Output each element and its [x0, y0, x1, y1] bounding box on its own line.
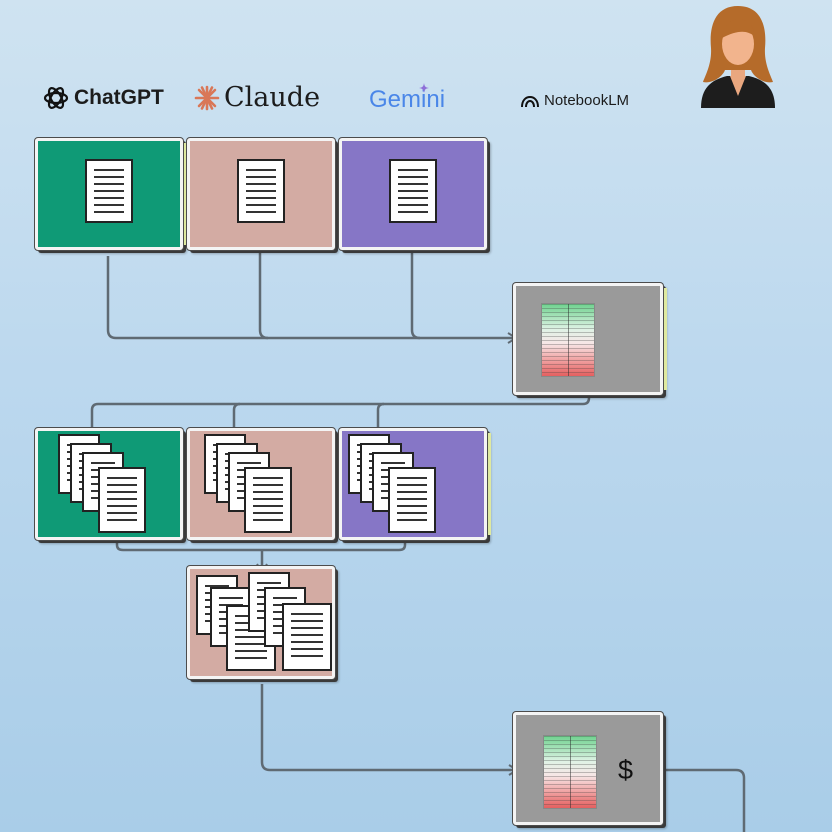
connector-eval-split: [86, 394, 591, 438]
connector-merge: [115, 540, 407, 552]
box-edge: [488, 433, 491, 535]
document-icon: [389, 159, 437, 223]
chatgpt-label: ChatGPT: [74, 86, 164, 109]
document-icon: [85, 159, 133, 223]
final-evaluation-box: $: [513, 712, 663, 825]
connector-to-final-eval: [260, 684, 519, 776]
claude-label: Claude: [224, 82, 321, 113]
connector-chatgpt-to-eval: [106, 256, 518, 344]
evaluation-box: [513, 283, 667, 395]
gemini-label: Gemini: [369, 86, 446, 113]
document-icon: [282, 603, 332, 671]
openai-icon: [43, 87, 69, 109]
spreadsheet-icon: [543, 735, 597, 809]
connector-split-gemini: [372, 402, 385, 438]
claude-documents-box: [187, 428, 335, 540]
chatgpt-logo: ChatGPT: [42, 84, 164, 112]
spreadsheet-icon: [541, 303, 595, 377]
notebooklm-label: NotebookLM: [544, 92, 630, 109]
gemini-output-box: [339, 138, 487, 250]
chatgpt-output-box: [35, 138, 187, 250]
connector-gemini-to-eval: [410, 250, 421, 340]
combined-documents-box: [187, 566, 335, 679]
claude-logo: Claude: [194, 82, 320, 113]
connector-claude-to-eval: [258, 250, 269, 340]
document-icon: [388, 467, 436, 533]
user-avatar-icon: [701, 6, 775, 108]
document-icon: [98, 467, 146, 533]
box-edge: [184, 143, 187, 245]
gemini-documents-box: [339, 428, 491, 540]
dollar-icon: $: [618, 755, 634, 785]
document-icon: [244, 467, 292, 533]
document-icon: [237, 159, 285, 223]
connector-split-claude: [228, 402, 241, 438]
connector-final-out: [662, 768, 746, 832]
claude-output-box: [187, 138, 335, 250]
gemini-sparkle-icon: [419, 83, 429, 93]
gemini-logo: Gemini: [369, 83, 446, 114]
chatgpt-documents-box: [35, 428, 183, 540]
notebooklm-icon: [521, 95, 539, 107]
box-edge: [664, 288, 667, 390]
notebooklm-logo: NotebookLM: [520, 92, 629, 109]
claude-star-icon: [194, 85, 220, 110]
